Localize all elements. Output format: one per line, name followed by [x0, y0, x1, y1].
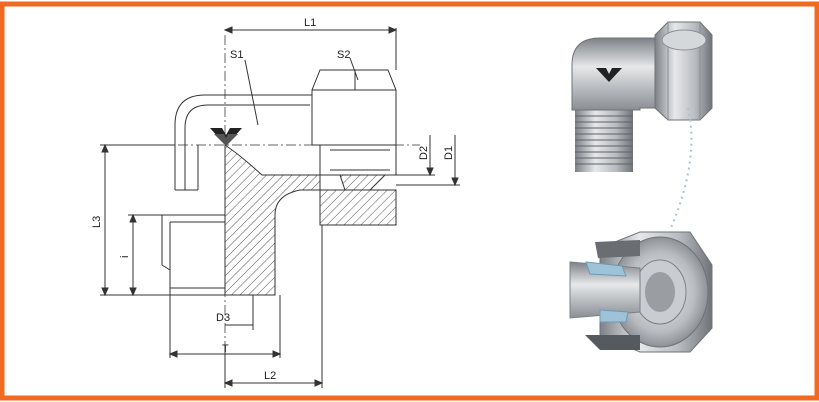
- label-D2: D2: [418, 146, 430, 160]
- label-S2: S2: [337, 49, 350, 61]
- cutaway-detail-render: [569, 231, 713, 353]
- label-L2: L2: [264, 370, 276, 382]
- label-S1: S1: [230, 49, 243, 61]
- label-L1: L1: [304, 17, 316, 29]
- fitting-3d-render: [571, 21, 713, 172]
- label-D3: D3: [216, 312, 230, 324]
- label-i: i: [119, 256, 131, 258]
- logo-chevron-icon: [210, 128, 242, 146]
- label-D1: D1: [443, 146, 455, 160]
- detail-connector: [669, 107, 693, 231]
- label-T: T: [222, 343, 229, 355]
- section-view: [100, 26, 460, 388]
- label-L3: L3: [91, 216, 103, 228]
